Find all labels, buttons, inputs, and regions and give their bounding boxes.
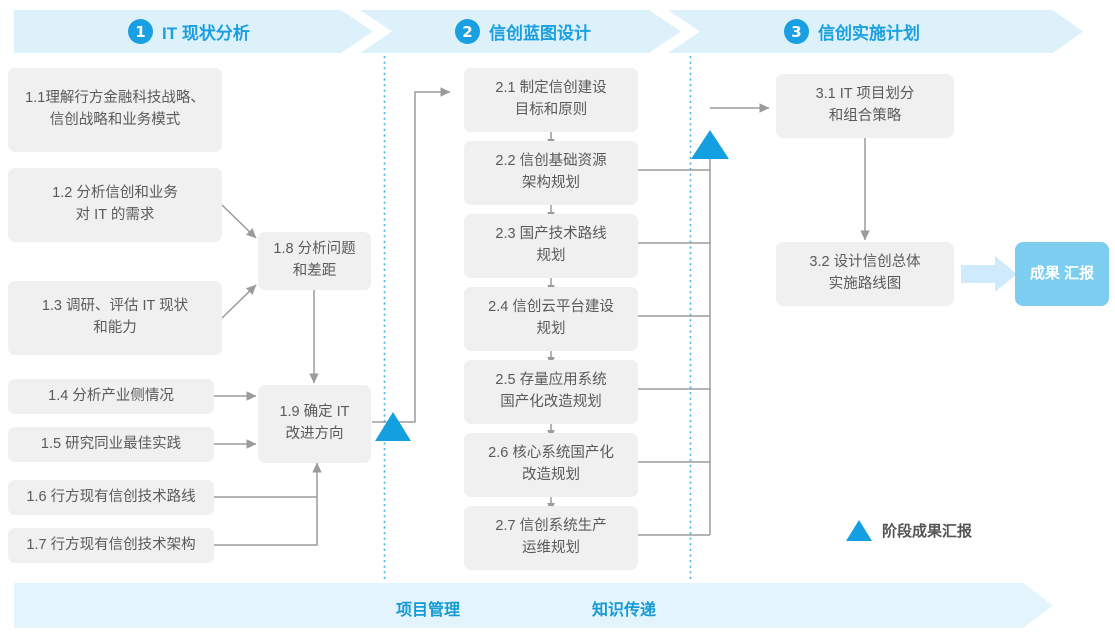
node-2-7-line1: 2.7 信创系统生产 — [495, 518, 607, 535]
node-3-1-line2: 和组合策略 — [828, 108, 902, 124]
node-2-7-line2: 运维规划 — [522, 540, 580, 556]
node-2-1-line1: 2.1 制定信创建设 — [495, 80, 607, 97]
node-2-2[interactable]: 2.2 信创基础资源 架构规划 — [464, 141, 638, 205]
edge-1-2-to-1-8 — [221, 204, 257, 239]
footer-band — [14, 583, 1053, 628]
node-1-6[interactable]: 1.6 行方现有信创技术路线 — [8, 480, 214, 515]
milestone-triangle-1 — [375, 412, 411, 441]
legend: 阶段成果汇报 — [846, 520, 972, 541]
node-2-3-line1: 2.3 国产技术路线 — [495, 226, 607, 243]
footer-label-project-management: 项目管理 — [396, 596, 460, 620]
node-3-2[interactable]: 3.2 设计信创总体 实施路线图 — [776, 242, 954, 306]
node-1-3-line2: 和能力 — [93, 320, 137, 336]
node-2-5[interactable]: 2.5 存量应用系统 国产化改造规划 — [464, 360, 638, 424]
phase-title-2: 信创蓝图设计 — [489, 24, 591, 43]
node-1-4-line1: 1.4 分析产业侧情况 — [48, 387, 174, 404]
node-2-4-line2: 规划 — [536, 321, 566, 337]
node-2-7[interactable]: 2.7 信创系统生产 运维规划 — [464, 506, 638, 570]
node-2-3[interactable]: 2.3 国产技术路线 规划 — [464, 214, 638, 278]
node-2-1[interactable]: 2.1 制定信创建设 目标和原则 — [464, 68, 638, 132]
node-3-2-line2: 实施路线图 — [828, 276, 902, 292]
node-1-8-line1: 1.8 分析问题 — [273, 241, 356, 258]
node-1-8-line2: 和差距 — [292, 263, 337, 279]
milestone-triangle-icon — [846, 520, 872, 541]
node-1-3[interactable]: 1.3 调研、评估 IT 现状 和能力 — [8, 281, 222, 355]
node-1-6-line1: 1.6 行方现有信创技术路线 — [26, 488, 196, 505]
phase-number-2: 2 — [455, 19, 480, 44]
node-2-6-line2: 改造规划 — [522, 467, 580, 483]
node-2-6-line1: 2.6 核心系统国产化 — [488, 445, 614, 462]
node-1-9[interactable]: 1.9 确定 IT 改进方向 — [258, 385, 371, 463]
node-1-9-line2: 改进方向 — [285, 426, 344, 442]
legend-label: 阶段成果汇报 — [882, 523, 973, 540]
header-band — [14, 10, 1083, 53]
phase-header-2: 2 信创蓝图设计 — [455, 19, 591, 44]
node-1-8[interactable]: 1.8 分析问题 和差距 — [258, 232, 371, 290]
phase-header-1: 1 IT 现状分析 — [128, 19, 250, 44]
node-2-2-line2: 架构规划 — [522, 175, 580, 191]
node-3-1-line1: 3.1 IT 项目划分 — [815, 86, 915, 103]
footer-text-2: 知识传递 — [592, 602, 657, 619]
node-1-3-line1: 1.3 调研、评估 IT 现状 — [41, 298, 189, 315]
node-2-1-line2: 目标和原则 — [514, 102, 588, 118]
node-1-5[interactable]: 1.5 研究同业最佳实践 — [8, 427, 214, 462]
node-1-2[interactable]: 1.2 分析信创和业务 对 IT 的需求 — [8, 168, 222, 242]
node-1-1[interactable]: 1.1理解行方金融科技战略、 信创战略和业务模式 — [8, 68, 222, 152]
node-1-1-line1: 1.1理解行方金融科技战略、 — [25, 90, 205, 107]
phase-number-1: 1 — [128, 19, 153, 44]
node-3-1[interactable]: 3.1 IT 项目划分 和组合策略 — [776, 74, 954, 138]
phase-title-1: IT 现状分析 — [162, 24, 250, 43]
edge-1-3-to-1-8 — [221, 284, 257, 319]
node-1-9-line1: 1.9 确定 IT — [279, 404, 350, 421]
footer-text-1: 项目管理 — [396, 602, 461, 619]
node-2-4[interactable]: 2.4 信创云平台建设 规划 — [464, 287, 638, 351]
node-1-7-line1: 1.7 行方现有信创技术架构 — [26, 536, 196, 553]
phase-title-3: 信创实施计划 — [818, 24, 920, 43]
milestone-triangle-2 — [691, 130, 729, 159]
node-1-4[interactable]: 1.4 分析产业侧情况 — [8, 379, 214, 414]
result-badge-line2: 汇报 — [1064, 265, 1095, 283]
node-1-5-line1: 1.5 研究同业最佳实践 — [40, 435, 182, 452]
node-2-6[interactable]: 2.6 核心系统国产化 改造规划 — [464, 433, 638, 497]
phase-number-3: 3 — [784, 19, 809, 44]
edge-1-7-to-1-9 — [214, 462, 322, 546]
node-2-2-line1: 2.2 信创基础资源 — [495, 153, 607, 170]
phase-header-3: 3 信创实施计划 — [784, 19, 920, 44]
result-arrow — [961, 256, 1017, 292]
node-3-2-line1: 3.2 设计信创总体 — [809, 254, 921, 271]
node-1-2-line1: 1.2 分析信创和业务 — [52, 185, 178, 202]
node-1-1-line2: 信创战略和业务模式 — [49, 112, 181, 128]
node-1-2-line2: 对 IT 的需求 — [75, 207, 155, 223]
result-badge-line1: 成果 — [1029, 265, 1060, 283]
node-2-4-line1: 2.4 信创云平台建设 — [488, 299, 614, 316]
node-2-5-line1: 2.5 存量应用系统 — [495, 372, 607, 389]
node-2-5-line2: 国产化改造规划 — [500, 394, 602, 410]
footer-label-knowledge-transfer: 知识传递 — [592, 596, 656, 620]
result-badge[interactable]: 成果 汇报 — [1015, 242, 1109, 306]
node-1-7[interactable]: 1.7 行方现有信创技术架构 — [8, 528, 214, 563]
node-2-3-line2: 规划 — [536, 248, 566, 264]
